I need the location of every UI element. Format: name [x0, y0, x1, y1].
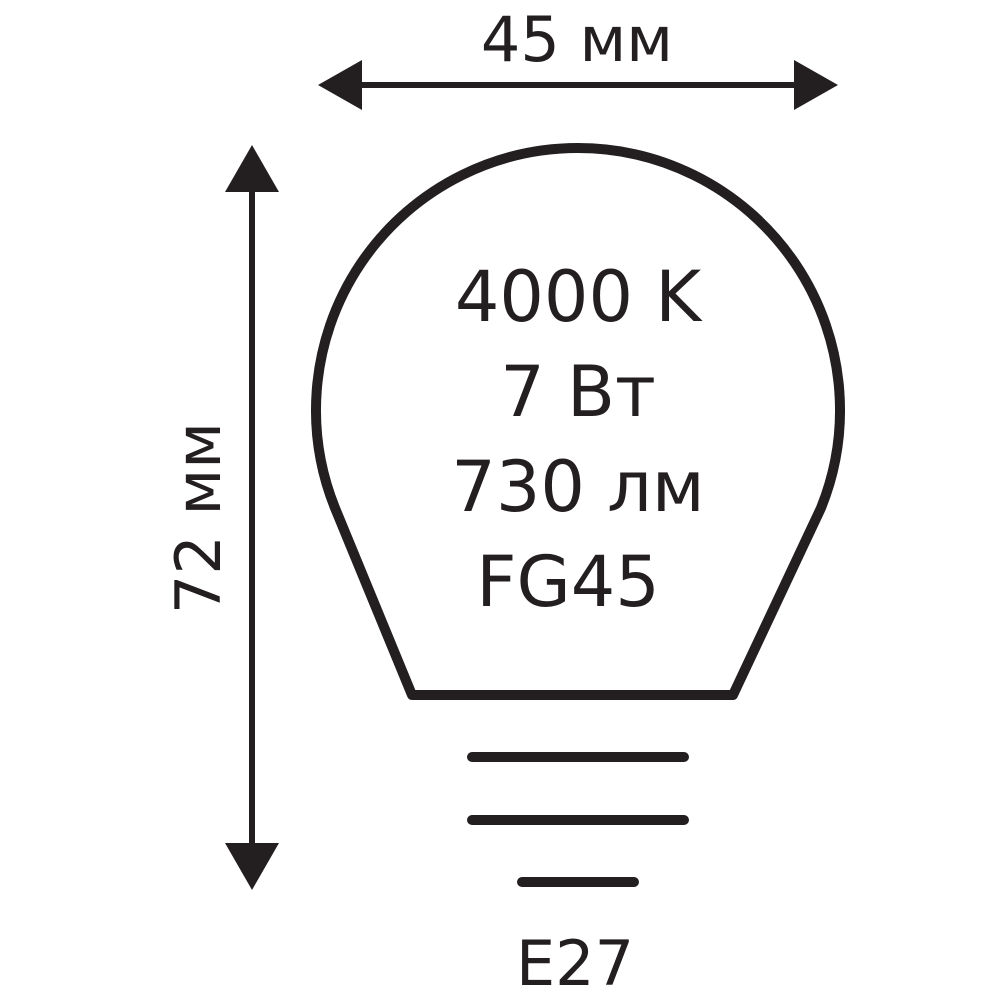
model: FG45: [476, 541, 660, 623]
arrow-down-icon: [225, 843, 279, 890]
arrow-up-icon: [225, 145, 279, 192]
base-label: E27: [516, 927, 634, 1000]
bulb-outline: [311, 143, 845, 700]
luminous-flux: 730 лм: [451, 446, 704, 528]
height-dimension: 72 мм: [162, 145, 279, 890]
width-label: 45 мм: [481, 3, 673, 76]
color-temperature: 4000 K: [455, 256, 703, 338]
bulb-base: [467, 752, 689, 887]
width-dimension: 45 мм: [318, 3, 838, 110]
height-label: 72 мм: [162, 422, 235, 614]
bulb-specs: 4000 K 7 Вт 730 лм FG45: [451, 256, 704, 623]
power: 7 Вт: [500, 351, 656, 433]
arrow-right-icon: [794, 60, 838, 110]
arrow-left-icon: [318, 60, 362, 110]
